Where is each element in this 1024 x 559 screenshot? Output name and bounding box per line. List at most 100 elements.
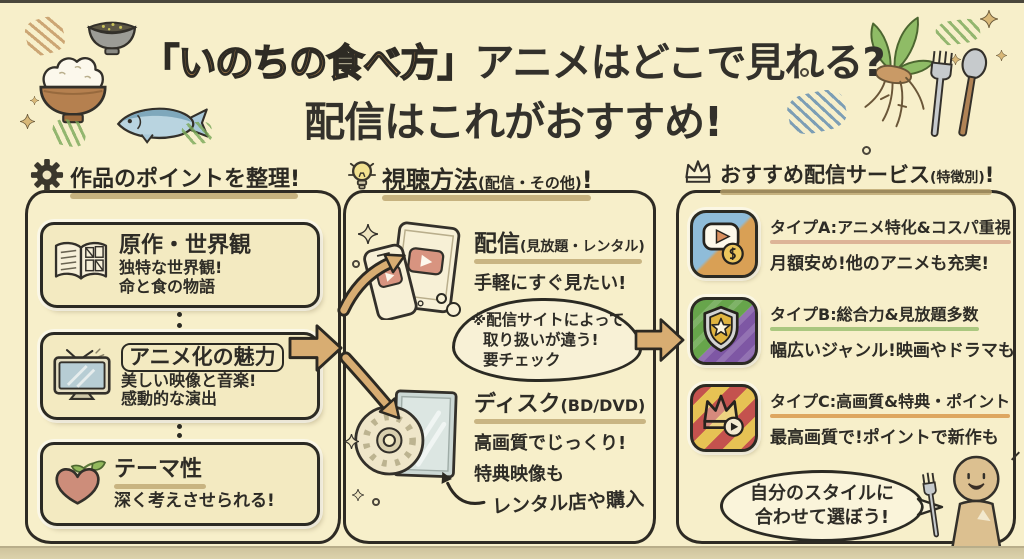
- services-header: おすすめ配信サービス(特徴別)!: [682, 158, 995, 195]
- point-card-anime: アニメ化の魅力 美しい映像と音楽! 感動的な演出: [40, 332, 320, 420]
- sparkle-icon: [949, 50, 962, 69]
- streaming-title: 配信: [474, 231, 520, 257]
- curved-arrow-up-icon: [334, 244, 412, 324]
- gear-icon: [30, 158, 64, 196]
- service-underline: [770, 240, 1011, 244]
- disc-title: ディスク: [474, 392, 561, 417]
- heart-sprout-icon: [51, 456, 107, 513]
- methods-header-paren: (配信・その他): [478, 173, 582, 192]
- service-row-type-a: タイプA:アニメ特化&コスパ重視 月額安め!他のアニメも充実!: [690, 210, 1011, 278]
- rice-bowl-icon: [34, 52, 112, 134]
- streaming-note-bubble: ※配信サイトによって 取り扱いが違う! 要チェック: [452, 298, 642, 382]
- sparkle-icon: [343, 433, 360, 453]
- point-card-title: 原作・世界観: [119, 233, 252, 259]
- header-underline: [382, 194, 591, 201]
- methods-header-label: 視聴方法: [382, 165, 478, 194]
- service-underline: [770, 414, 1011, 418]
- thought-bubble-dot: [436, 293, 447, 304]
- point-card-desc: 美しい映像と音楽!: [121, 370, 257, 390]
- service-type-title: タイプB:総合力&見放題多数: [770, 305, 979, 324]
- point-card-desc: 深く考えさせられる!: [114, 490, 275, 511]
- plant-roots-icon: [838, 8, 950, 140]
- service-desc: 最高画質で!ポイントで新作も: [770, 428, 999, 448]
- services-header-label: おすすめ配信サービス: [720, 163, 930, 187]
- service-desc: 月額安め!他のアニメも充実!: [770, 254, 990, 274]
- dot-decoration: [800, 68, 809, 77]
- dotted-separator: [177, 424, 182, 438]
- service-row-type-b: タイプB:総合力&見放題多数 幅広いジャンル!映画やドラマも: [690, 297, 1015, 365]
- title-underline: [114, 483, 206, 489]
- arrow-right-icon: [288, 322, 344, 378]
- sparkle-icon: [995, 46, 1008, 65]
- methods-header-excl: !: [581, 165, 593, 194]
- disc-title-paren: (BD/DVD): [560, 396, 646, 415]
- disc-icon: [352, 386, 464, 495]
- point-card-title: テーマ性: [114, 457, 203, 482]
- title-underline: [474, 259, 642, 264]
- crown-icon: [682, 158, 714, 190]
- person-icon: [916, 448, 1024, 558]
- disc-block: ディスク (BD/DVD) 高画質でじっくり! 特典映像も: [474, 386, 646, 486]
- sparkle-icon: [351, 486, 365, 505]
- note-line: 要チェック: [483, 351, 561, 370]
- disc-subtitle2: 特典映像も: [474, 464, 564, 485]
- tv-icon: [51, 347, 113, 406]
- service-desc: 幅広いジャンル!映画やドラマも: [770, 341, 1015, 361]
- curved-arrow-down-icon: [336, 350, 414, 432]
- crown-play-app-icon: [690, 384, 758, 452]
- service-row-type-c: タイプC:高画質&特典・ポイント 最高画質で!ポイントで新作も: [690, 384, 1011, 452]
- methods-panel: [343, 190, 656, 544]
- dotted-separator: [177, 312, 182, 328]
- note-line: 取り扱いが違う!: [483, 330, 599, 349]
- thought-bubble-dot: [446, 302, 461, 317]
- advice-line: 合わせて選ぼう!: [754, 507, 890, 528]
- points-header: 作品のポイントを整理!: [30, 158, 301, 199]
- arrow-right-icon: [634, 316, 686, 368]
- dot-decoration: [352, 260, 360, 268]
- sparkle-icon: [979, 9, 999, 32]
- top-edge: [0, 0, 1024, 3]
- soup-bowl-icon: [84, 14, 140, 62]
- streaming-title-paren: (見放題・レンタル): [520, 239, 645, 255]
- point-card-original: 原作・世界観 独特な世界観! 命と食の物語: [40, 222, 320, 308]
- service-underline: [770, 327, 979, 331]
- point-card-desc: 独特な世界観!: [119, 258, 223, 278]
- services-header-excl: !: [984, 163, 995, 187]
- point-card-desc: 感動的な演出: [121, 389, 218, 409]
- sparkle-icon: [19, 113, 36, 133]
- title-question: アニメはどこで見れる?: [474, 40, 885, 86]
- point-card-theme: テーマ性 深く考えさせられる!: [40, 442, 320, 526]
- points-header-label: 作品のポイントを整理!: [70, 167, 301, 192]
- title-work-name: 「いのちの食べ方」: [141, 40, 477, 86]
- book-icon: [51, 239, 111, 291]
- point-card-desc: 命と食の物語: [119, 276, 216, 296]
- fish-icon: [112, 98, 214, 152]
- fork-spoon-icon: [920, 48, 988, 149]
- bottom-edge: [0, 546, 1024, 559]
- sparkle-icon: [357, 223, 379, 248]
- methods-header: 視聴方法(配信・その他)!: [348, 158, 593, 201]
- streaming-subtitle: 手軽にすぐ見たい!: [474, 273, 627, 294]
- shield-star-app-icon: [690, 297, 758, 365]
- play-coin-app-icon: [690, 210, 758, 278]
- page-title-line1: 「いのちの食べ方」アニメはどこで見れる?: [118, 30, 908, 88]
- page-title-line2: 配信はこれがおすすめ!: [304, 98, 723, 146]
- header-underline: [70, 193, 299, 199]
- sparkle-icon: [29, 90, 40, 109]
- service-type-title: タイプA:アニメ特化&コスパ重視: [770, 218, 1011, 237]
- advice-line: 自分のスタイルに: [750, 482, 894, 504]
- points-panel: [25, 190, 341, 544]
- small-arrow-icon: [436, 470, 488, 514]
- phone-tablet-icon: [354, 210, 466, 324]
- header-underline: [720, 189, 993, 195]
- service-type-title: タイプC:高画質&特典・ポイント: [770, 392, 1011, 411]
- lightbulb-icon: [348, 158, 376, 196]
- point-card-title: アニメ化の魅力: [121, 342, 284, 372]
- note-line: ※配信サイトによって: [471, 310, 625, 329]
- title-underline: [474, 419, 646, 424]
- services-header-paren: (特徴別): [930, 170, 985, 186]
- advice-speech-bubble: 自分のスタイルに 合わせて選ぼう!: [720, 470, 944, 542]
- dot-decoration: [862, 146, 871, 155]
- disc-subtitle1: 高画質でじっくり!: [474, 433, 627, 454]
